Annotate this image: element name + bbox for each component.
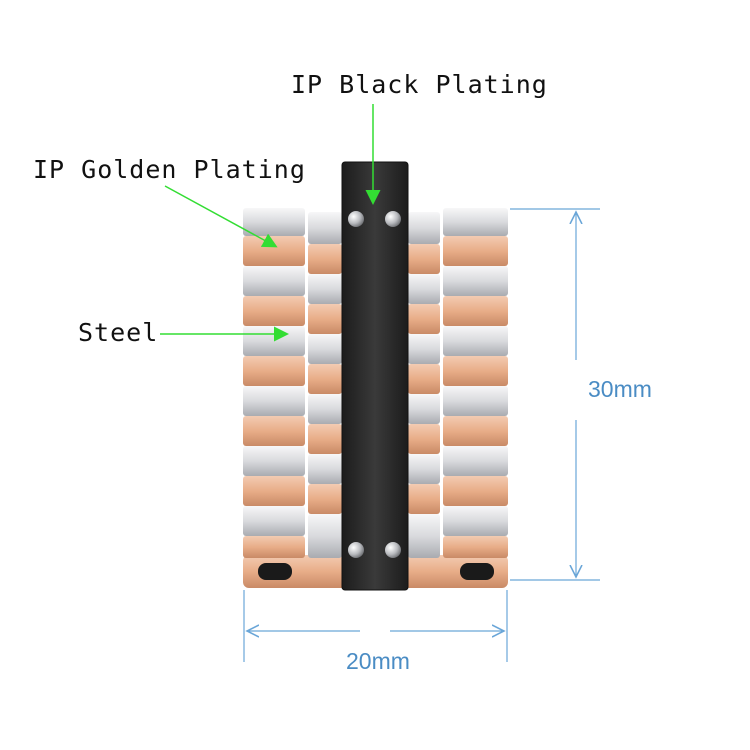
base-hole-left	[258, 563, 292, 580]
golden-plating-arrow	[164, 185, 278, 248]
rivet-bottom-left	[348, 542, 364, 558]
golden-plating-label: IP Golden Plating	[33, 155, 306, 184]
inner-right-column	[408, 212, 440, 558]
base-hole-right	[460, 563, 494, 580]
black-center-bar	[342, 162, 408, 590]
inner-left-column	[308, 212, 342, 558]
rivet-top-right	[385, 211, 401, 227]
rivet-top-left	[348, 211, 364, 227]
rivet-bottom-right	[385, 542, 401, 558]
height-dimension-label: 30mm	[588, 376, 652, 402]
outer-right-column	[443, 208, 508, 558]
black-plating-label: IP Black Plating	[291, 70, 548, 99]
outer-left-column	[243, 208, 305, 558]
width-dimension-label: 20mm	[346, 648, 410, 674]
steel-label: Steel	[78, 318, 159, 347]
